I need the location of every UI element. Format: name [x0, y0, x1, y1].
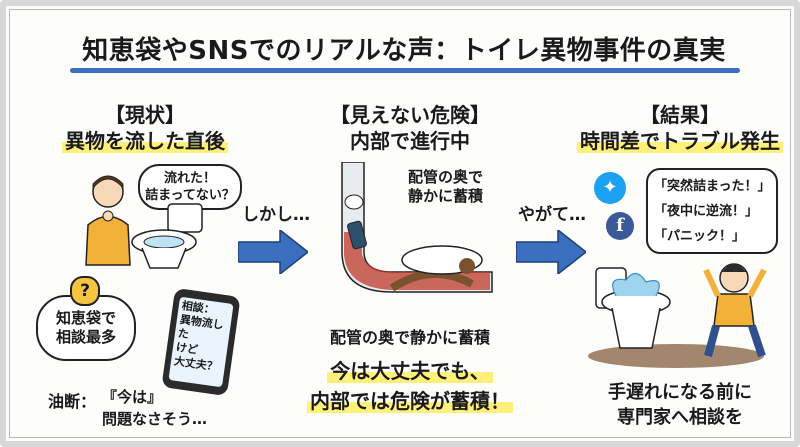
arrow-right-icon-1: [238, 230, 308, 274]
quote-midnight-backflow: 「夜中に逆流！」: [654, 204, 759, 219]
worry-line-2: 詰まってない？: [145, 188, 235, 203]
whiteboard-inner-border: 知恵袋やSNSでのリアルな声：トイレ異物事件の真実 【現状】 異物を流した直後 …: [9, 9, 791, 438]
middle-subheading: 内部で進行中: [350, 129, 470, 153]
worried-man-illustration: [85, 175, 131, 266]
facebook-icon: f: [606, 212, 634, 240]
arrow-right-icon-2: [516, 230, 586, 274]
emphasis-line-1: 今は大丈夫でも、: [327, 359, 493, 383]
left-subheading: 異物を流した直後: [30, 128, 260, 154]
overflowing-toilet-illustration: [588, 263, 767, 368]
right-subheading-text: 時間差でトラブル発生: [577, 129, 783, 153]
worry-speech-bubble: 流れた！ 詰まってない？: [138, 164, 242, 210]
middle-caption: 配管の奥で静かに蓄積: [329, 328, 490, 347]
connector-however: しかし…: [242, 205, 310, 225]
quote-sudden-clog: 「突然詰まった！」: [654, 179, 771, 194]
consult-line-2: 相談最多: [55, 328, 116, 346]
worry-line-1: 流れた！: [163, 171, 216, 186]
advice-line-1: 手遅れになる前に: [608, 382, 752, 403]
panic-quotes-bubble: 「突然詰まった！」 「夜中に逆流！」 「パニック！」: [646, 168, 778, 254]
middle-note: 配管の奥で 静かに蓄積: [408, 168, 483, 206]
middle-note-line-2: 静かに蓄積: [408, 187, 484, 205]
phone-screen: 相談： 異物流した けど 大丈夫？: [168, 296, 234, 388]
twitter-bird-icon: ✦: [594, 172, 626, 204]
caution-line-2: 問題なさそう…: [102, 410, 208, 428]
clogged-pipe-illustration: [341, 162, 493, 293]
toilet-left-icon: [131, 203, 203, 269]
title-underline: [70, 68, 740, 73]
middle-note-line-1: 配管の奥で: [408, 168, 484, 186]
caution-label: 油断：: [48, 392, 97, 411]
consult-bubble: 知恵袋で 相談最多: [36, 295, 136, 361]
page-title: 知恵袋やSNSでのリアルな声：トイレ異物事件の真実: [82, 36, 726, 66]
left-heading: 【現状】: [105, 103, 185, 127]
emphasis-line-2: 内部では危険が蓄積！: [307, 389, 513, 413]
right-subheading: 時間差でトラブル発生: [565, 128, 795, 154]
caution-line-1: 『今は』: [102, 388, 163, 406]
middle-emphasis: 今は大丈夫でも、 内部では危険が蓄積！: [275, 356, 545, 416]
smartphone-illustration: 相談： 異物流した けど 大丈夫？: [161, 287, 241, 397]
right-advice: 手遅れになる前に 専門家へ相談を: [570, 380, 790, 430]
consult-line-1: 知恵袋で: [55, 309, 116, 327]
right-heading: 【結果】: [640, 103, 720, 127]
left-subheading-text: 異物を流した直後: [62, 129, 228, 153]
middle-heading: 【見えない危険】: [330, 103, 490, 127]
advice-line-2: 専門家へ相談を: [617, 407, 743, 428]
connector-eventually: やがて…: [518, 205, 586, 225]
question-mark-icon: ?: [70, 276, 100, 306]
quote-panic: 「パニック！」: [654, 229, 746, 244]
